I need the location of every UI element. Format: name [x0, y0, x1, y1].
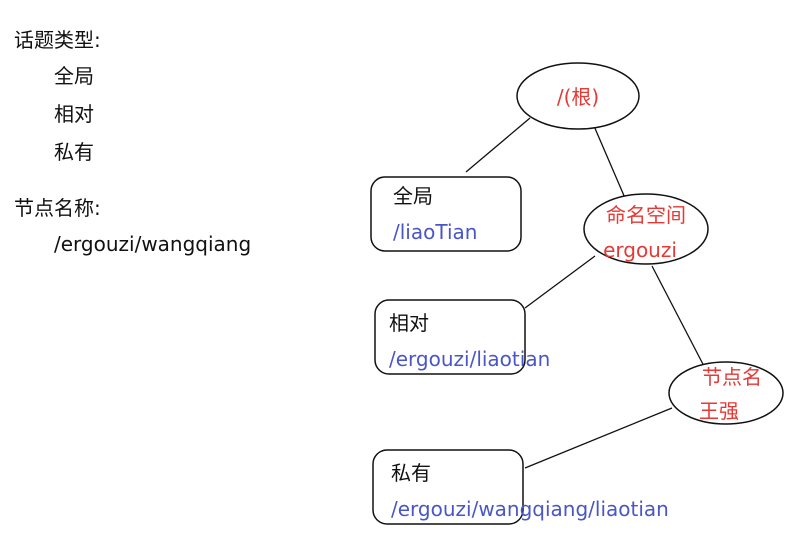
- node-name-title: 节点名称:: [14, 196, 101, 220]
- topic-type-global: 全局: [54, 64, 94, 88]
- root-node: /(根): [516, 62, 640, 130]
- box-global: 全局 /liaoTian: [370, 176, 522, 252]
- edge-namespace-relative: [524, 255, 596, 309]
- box-private-title: 私有: [391, 461, 431, 485]
- edge-node-private: [524, 407, 673, 469]
- node-label: 节点名: [702, 365, 762, 389]
- edge-root-namespace: [593, 125, 626, 199]
- node-ellipse: [668, 361, 784, 425]
- box-global-rect: [370, 176, 522, 252]
- namespace-name: ergouzi: [603, 238, 677, 262]
- box-relative-path: /ergouzi/liaotian: [389, 347, 550, 371]
- node-name-value: /ergouzi/wangqiang: [54, 232, 252, 256]
- box-private-path: /ergouzi/wangqiang/liaotian: [391, 497, 669, 521]
- box-global-path: /liaoTian: [393, 220, 477, 244]
- namespace-ellipse: [583, 193, 709, 265]
- node-name: 王强: [699, 399, 739, 423]
- box-private-rect: [372, 449, 524, 525]
- topic-types-title: 话题类型:: [14, 28, 101, 52]
- box-relative: 相对 /ergouzi/liaotian: [374, 299, 550, 375]
- topic-type-relative: 相对: [54, 102, 94, 126]
- topic-type-private: 私有: [54, 140, 94, 164]
- box-private: 私有 /ergouzi/wangqiang/liaotian: [372, 449, 669, 525]
- root-label: /(根): [557, 85, 599, 109]
- edge-root-global: [465, 117, 531, 173]
- namespace-label: 命名空间: [606, 203, 686, 227]
- root-ellipse: [516, 62, 640, 130]
- box-relative-rect: [374, 299, 526, 375]
- namespace-node: 命名空间 ergouzi: [583, 193, 709, 265]
- node-node: 节点名 王强: [668, 361, 784, 425]
- edge-namespace-node: [651, 265, 707, 371]
- box-relative-title: 相对: [389, 311, 429, 335]
- box-global-title: 全局: [393, 184, 433, 208]
